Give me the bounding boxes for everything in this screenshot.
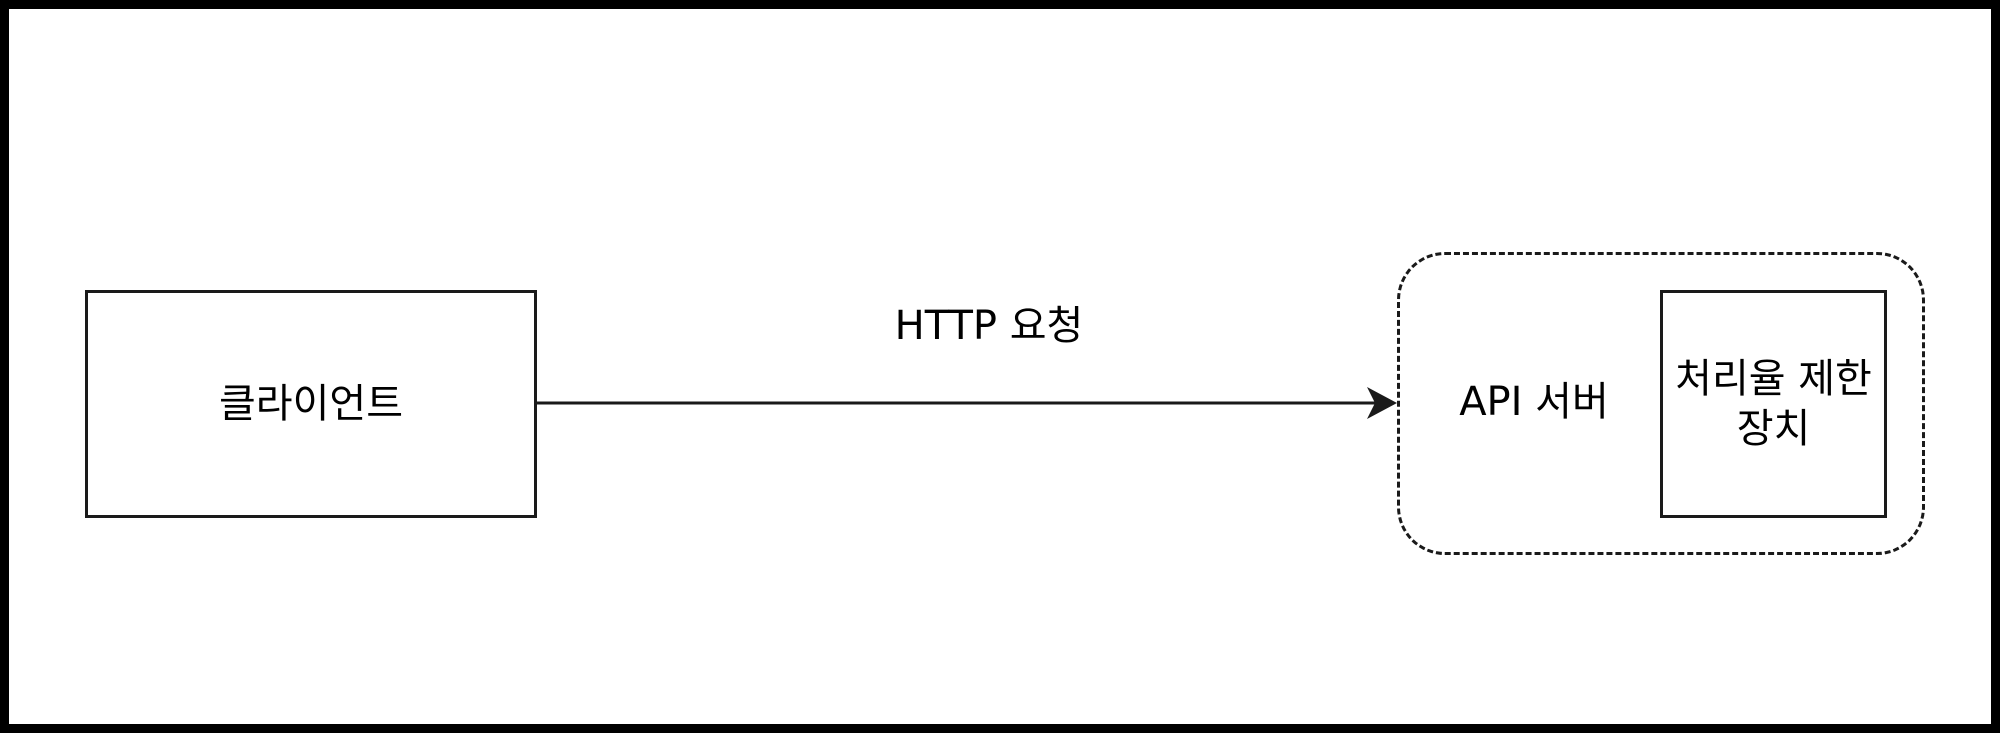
http-request-arrowhead [1367, 387, 1397, 419]
api-server-label-wrap: API 서버 [1439, 372, 1629, 432]
rate-limiter-label: 처리율 제한 장치 [1675, 356, 1872, 452]
http-request-arrow [537, 387, 1397, 419]
rate-limiter-node: 처리율 제한 장치 [1660, 290, 1887, 518]
api-server-label: API 서버 [1459, 379, 1609, 425]
api-server-group [1397, 252, 1925, 555]
http-request-label-wrap: HTTP 요청 [839, 298, 1139, 354]
client-node: 클라이언트 [85, 290, 537, 518]
http-request-label: HTTP 요청 [894, 303, 1084, 349]
client-label: 클라이언트 [219, 381, 403, 427]
